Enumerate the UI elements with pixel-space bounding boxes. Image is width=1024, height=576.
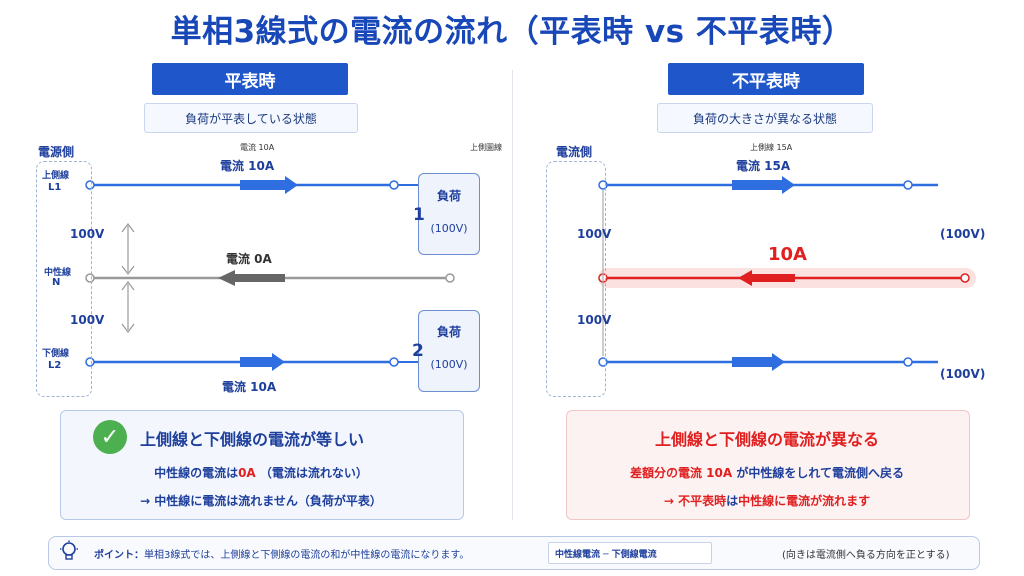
unbalanced-l1-a: 差額分の電流 bbox=[629, 466, 702, 480]
load-1: 負荷 (100V) bbox=[418, 173, 480, 255]
balanced-result-line2: → 中性線に電流は流れません（負荷が平表） bbox=[140, 494, 382, 508]
unbalanced-subtitle: 負荷の大きさが異なる状態 bbox=[657, 103, 873, 133]
left-n-arrow bbox=[218, 270, 285, 286]
left-l2-label-b: L2 bbox=[48, 360, 62, 371]
point-bar bbox=[48, 536, 980, 570]
right-current-top: 電流 15A bbox=[736, 159, 791, 173]
balanced-result-heading: 上側線と下側線の電流が等しい bbox=[140, 430, 365, 449]
page-title: 単相3線式の電流の流れ（平表時 vs 不平表時） bbox=[170, 14, 854, 50]
unbalanced-l1-b: 10A bbox=[706, 466, 733, 480]
check-icon: ✓ bbox=[93, 420, 127, 454]
point-label: ポイント： bbox=[94, 550, 144, 561]
left-current-bottom: 電流 10A bbox=[222, 380, 277, 394]
right-current-mid: 10A bbox=[768, 244, 807, 265]
right-voltage-right-top: (100V) bbox=[940, 227, 986, 241]
load-1-number: 1 bbox=[413, 205, 425, 225]
right-l2-arrow bbox=[732, 353, 785, 371]
right-source-label: 電流側 bbox=[556, 145, 593, 159]
point-note: (向きは電流側へ負る方向を正とする) bbox=[782, 550, 950, 561]
load-2-title: 負荷 bbox=[436, 325, 461, 339]
balanced-result-box bbox=[60, 410, 464, 520]
unbalanced-l2-b: は bbox=[726, 494, 739, 508]
balanced-result-line1: 中性線の電流は0A （電流は流れない） bbox=[60, 464, 462, 481]
panel-divider bbox=[512, 70, 513, 520]
unbalanced-result-box bbox=[566, 410, 970, 520]
unbalanced-result-heading: 上側線と下側線の電流が異なる bbox=[654, 430, 879, 449]
left-l1-label-b: L1 bbox=[48, 182, 62, 193]
load-2: 負荷 (100V) bbox=[418, 310, 480, 392]
left-top-small-label: 上側圖線 bbox=[470, 143, 502, 152]
load-1-title: 負荷 bbox=[436, 189, 461, 203]
right-voltage-top: 100V bbox=[577, 227, 612, 241]
right-source-box bbox=[546, 161, 606, 397]
right-l1-arrow bbox=[732, 176, 795, 194]
unbalanced-l1-c: が中性線をしれて電流側へ戻る bbox=[736, 466, 905, 480]
left-current-mid: 電流 0A bbox=[226, 252, 272, 266]
unbalanced-l2-c: 中性線に電流が流れます bbox=[738, 494, 871, 508]
load-1-voltage: (100V) bbox=[430, 222, 468, 235]
left-source-box bbox=[36, 161, 92, 397]
unbalanced-result-line1: 差額分の電流 10A が中性線をしれて電流側へ戻る bbox=[566, 464, 968, 481]
lightbulb-icon bbox=[58, 540, 80, 562]
right-current-top-small: 上側線 15A bbox=[750, 143, 793, 152]
left-l2-arrow bbox=[240, 353, 285, 371]
left-current-top: 電流 10A bbox=[220, 159, 275, 173]
point-text: 単相3線式では、上側線と下側線の電流の和が中性線の電流になります。 bbox=[144, 550, 470, 561]
unbalanced-l2-a: → 不平表時 bbox=[663, 494, 727, 508]
left-voltage-top: 100V bbox=[70, 227, 105, 241]
point-text-wrap: ポイント：単相3線式では、上側線と下側線の電流の和が中性線の電流になります。 bbox=[94, 546, 469, 561]
left-l1-arrow bbox=[240, 176, 298, 194]
balanced-subtitle: 負荷が平表している状態 bbox=[144, 103, 358, 133]
load-2-number: 2 bbox=[412, 341, 424, 361]
unbalanced-result-line2: → 不平表時は中性線に電流が流れます bbox=[566, 492, 968, 509]
point-formula: 中性線電流 ─ 下側線電流 bbox=[555, 550, 657, 560]
balanced-l1-a: 中性線の電流は bbox=[154, 466, 239, 480]
balanced-l1-c: （電流は流れない） bbox=[259, 466, 368, 480]
left-n-label-a: 中性線 bbox=[44, 268, 72, 278]
point-formula-box: 中性線電流 ─ 下側線電流 bbox=[548, 542, 712, 564]
tab-unbalanced: 不平表時 bbox=[668, 63, 864, 95]
left-source-label: 電源側 bbox=[38, 145, 75, 159]
left-n-label-b: N bbox=[52, 277, 61, 288]
right-voltage-right-bottom: (100V) bbox=[940, 367, 986, 381]
right-n-arrow bbox=[738, 270, 795, 286]
tab-balanced: 平表時 bbox=[152, 63, 348, 95]
left-voltage-bottom: 100V bbox=[70, 313, 105, 327]
left-l2-label-a: 下側線 bbox=[42, 349, 70, 359]
left-current-top-small: 電流 10A bbox=[240, 143, 275, 152]
balanced-l1-b: 0A bbox=[238, 466, 256, 480]
left-l1-label-a: 上側線 bbox=[42, 171, 70, 181]
right-voltage-bottom: 100V bbox=[577, 313, 612, 327]
load-2-voltage: (100V) bbox=[430, 358, 468, 371]
